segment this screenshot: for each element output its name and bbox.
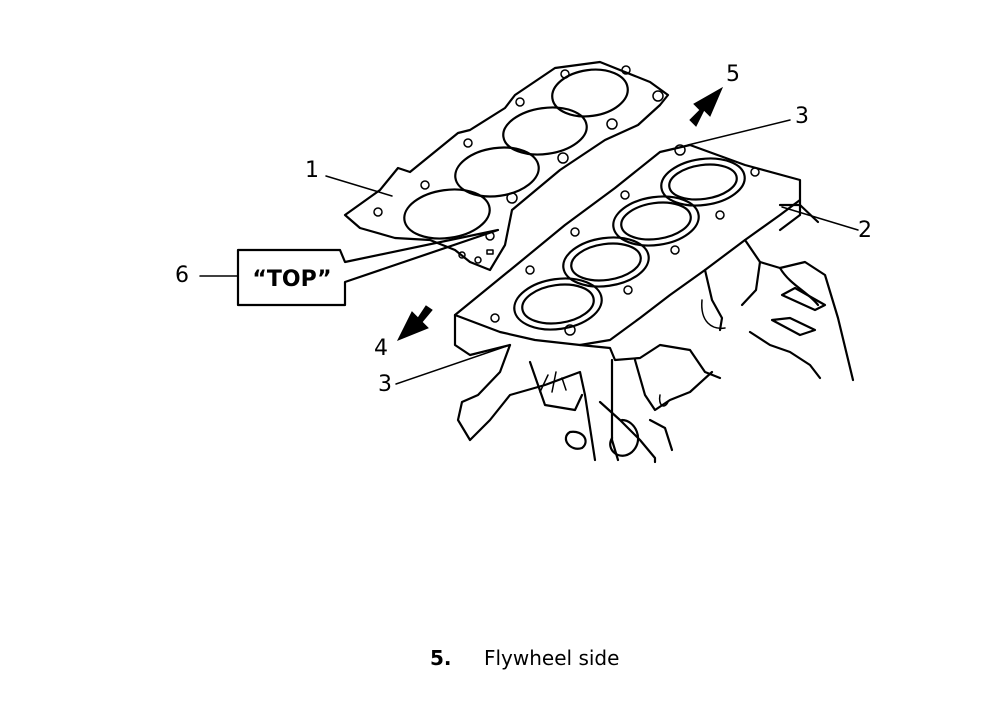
caption-number: 5. [430,646,452,670]
callout-3-bottom: 3 [378,372,392,397]
callout-1: 1 [305,158,319,183]
cylinder-block [453,143,855,464]
callout-5: 5 [726,62,740,87]
callout-4: 4 [374,336,388,361]
top-tag-box [236,228,500,307]
top-tag-label: “TOP” [252,267,331,292]
arrow-flywheel-side-icon [689,86,724,127]
caption-text: Flywheel side [484,646,620,670]
callout-6: 6 [175,263,189,288]
callout-2: 2 [858,218,872,243]
leader-lines [199,119,859,385]
head-gasket [343,60,670,272]
arrow-front-side-icon [396,305,433,341]
callout-3-top: 3 [795,104,809,129]
